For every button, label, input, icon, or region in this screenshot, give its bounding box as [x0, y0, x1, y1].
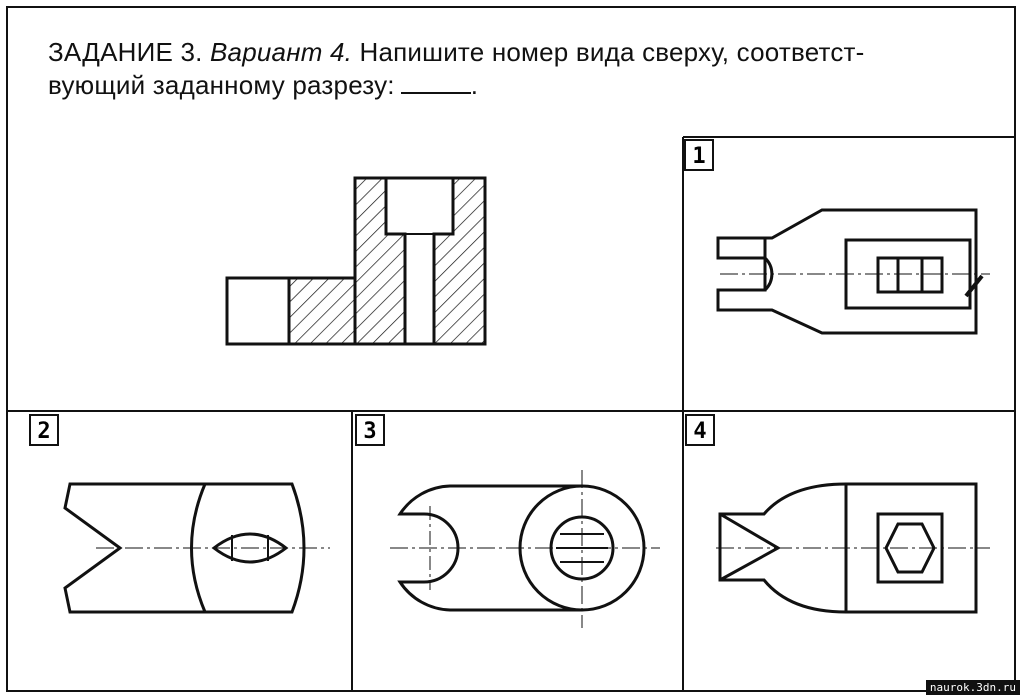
task-text-line1: Напишите номер вида сверху, соответст- [359, 37, 865, 67]
option-3-view [390, 470, 660, 628]
task-variant: Вариант 4. [210, 37, 353, 67]
badge-1: 1 [684, 139, 714, 171]
badge-2: 2 [29, 414, 59, 446]
badge-3: 3 [355, 414, 385, 446]
task-text-line2: вующий заданному разрезу: [48, 70, 395, 100]
watermark: naurok.3dn.ru [925, 680, 1020, 695]
page-frame [6, 6, 1016, 692]
badge-1-label: 1 [692, 144, 705, 169]
given-section-view [225, 176, 487, 346]
option-2-view [63, 482, 330, 614]
badge-4: 4 [685, 414, 715, 446]
answer-blank[interactable] [400, 74, 471, 94]
badge-3-label: 3 [363, 419, 376, 444]
task-prefix: ЗАДАНИЕ 3. [48, 37, 203, 67]
task-suffix: . [470, 70, 479, 100]
badge-4-label: 4 [693, 419, 706, 444]
option-4-view [716, 482, 990, 614]
option-1-view [716, 208, 990, 335]
task-statement: ЗАДАНИЕ 3. Вариант 4. Напишите номер вид… [48, 36, 998, 102]
panel-grid [6, 136, 1016, 692]
badge-2-label: 2 [37, 419, 50, 444]
